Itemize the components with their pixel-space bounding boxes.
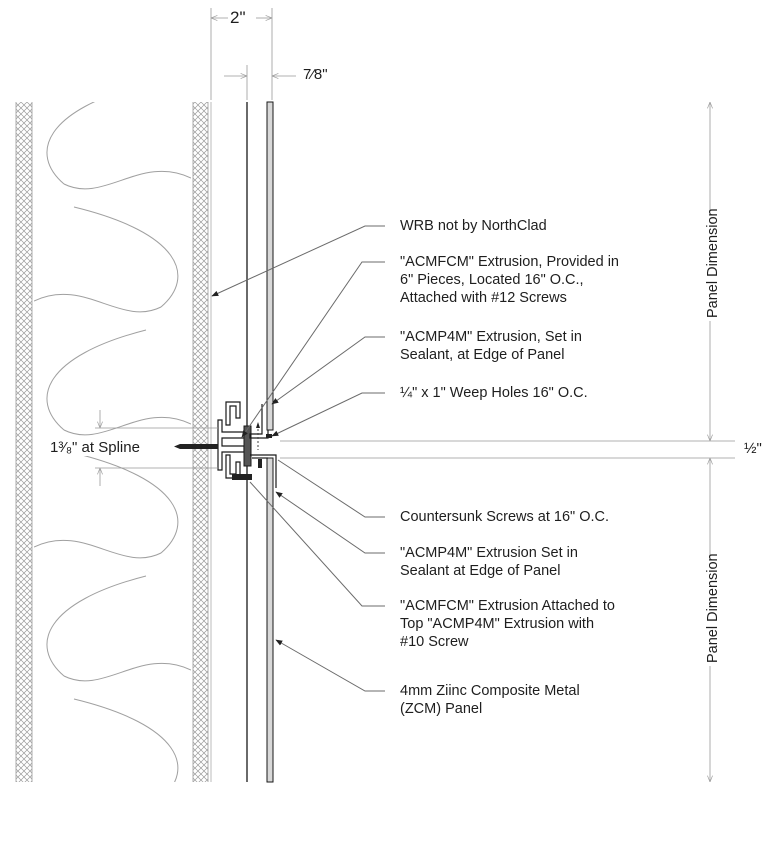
acmp4m-extrusion-bottom xyxy=(250,454,277,488)
weep-hole-marker xyxy=(256,422,260,450)
dimension-spline xyxy=(95,410,218,486)
batt-insulation xyxy=(34,102,191,782)
screw-10 xyxy=(232,474,252,480)
callout-countersunk-screws: Countersunk Screws at 16" O.C. xyxy=(400,509,610,525)
acmfcm-extrusion xyxy=(217,401,245,479)
callout-weep-holes: ¼" x 1" Weep Holes 16" O.C. xyxy=(400,385,588,401)
dim-spline-label: 1³⁄₈" at Spline xyxy=(50,439,140,456)
panel-dimension-lower: Panel Dimension xyxy=(705,553,721,666)
spline xyxy=(243,425,252,467)
dimension-2in xyxy=(210,8,273,100)
dimension-7-8in xyxy=(224,65,296,100)
dimension-panel xyxy=(280,102,735,782)
dim-2in-label: 2" xyxy=(230,8,246,27)
callout-acmp4m-bottom: "ACMP4M" Extrusion Set in Sealant at Edg… xyxy=(400,545,578,579)
callout-acmfcm-bottom: "ACMFCM" Extrusion Attached to Top "ACMP… xyxy=(400,598,615,650)
interior-sheathing xyxy=(15,102,33,782)
panel-dimension-upper: Panel Dimension xyxy=(705,208,721,321)
exterior-sheathing xyxy=(192,102,212,782)
callout-acmfcm-top: "ACMFCM" Extrusion, Provided in 6" Piece… xyxy=(400,254,619,306)
sealant-beads xyxy=(258,434,272,468)
dim-7-8-label: 7⁄8" xyxy=(303,66,328,83)
zcm-panel-upper xyxy=(266,101,274,431)
dim-joint-label: ½" xyxy=(744,440,762,457)
callout-zcm-panel: 4mm Ziinc Composite Metal (ZCM) Panel xyxy=(400,683,580,717)
zcm-panel-lower xyxy=(266,457,274,783)
callout-acmp4m-top: "ACMP4M" Extrusion, Set in Sealant, at E… xyxy=(400,329,582,363)
leader-lines xyxy=(211,225,385,692)
screw-12 xyxy=(174,444,218,449)
callout-wrb: WRB not by NorthClad xyxy=(400,218,547,234)
